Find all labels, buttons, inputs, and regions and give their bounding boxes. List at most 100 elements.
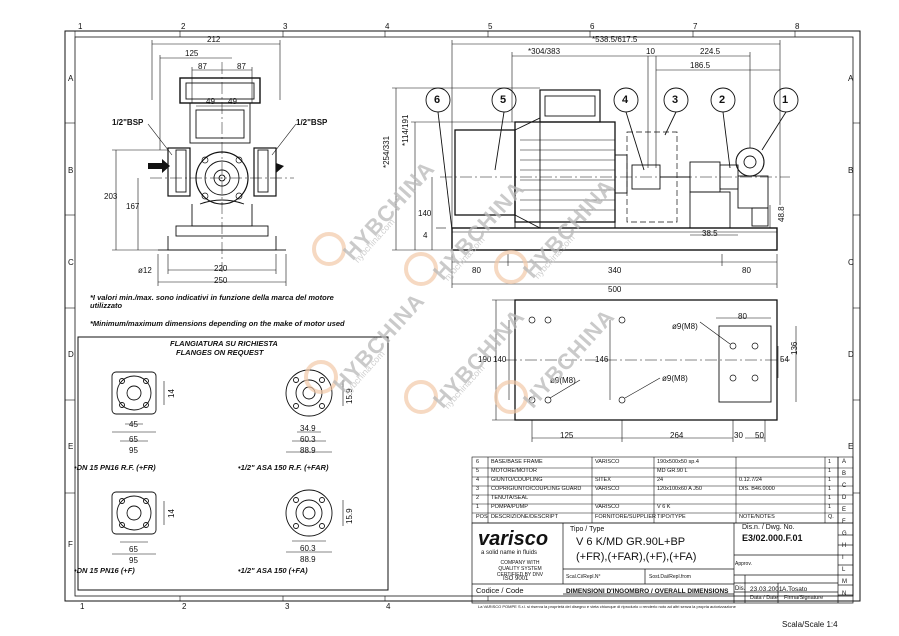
revision-letter: A <box>842 459 847 465</box>
quality-cert: COMPANY WITH QUALITY SYSTEM CERTIFIED BY… <box>496 560 544 578</box>
callout-5: 5 <box>500 94 507 106</box>
dim-114: *114/191 <box>401 114 410 146</box>
grid-col-3-bottom: 3 <box>285 602 290 611</box>
flange3-h: 14 <box>167 509 176 518</box>
dim-80a: 80 <box>472 266 481 275</box>
tipo-label: Tipo / Type <box>570 526 605 533</box>
revision-letter: N <box>842 591 847 597</box>
bom-cell-desc: MOTORE/MOTOR <box>491 468 537 474</box>
revision-letter: G <box>842 531 847 537</box>
callout-3: 3 <box>672 94 679 106</box>
codice-label: Codice / Code <box>476 586 524 595</box>
base-dim-190: 190 <box>478 355 492 364</box>
revision-letter: E <box>842 507 847 513</box>
base-dim-264: 264 <box>670 431 684 440</box>
bsp-left-label: 1/2"BSP <box>112 118 144 127</box>
bom-cell-supplier: VARISCO <box>595 459 620 465</box>
bom-header-supplier: FORNITORE/SUPPLIER <box>595 514 657 520</box>
tipo-line2: (+FR),(+FAR),(+F),(+FA) <box>576 551 697 563</box>
grid-col-2-bottom: 2 <box>182 602 187 611</box>
bom-grid <box>471 456 854 524</box>
base-plan <box>492 299 797 442</box>
revision-letter: D <box>842 495 847 501</box>
dwg-number: E3/02.000.F.01 <box>742 533 803 543</box>
dim-220: 220 <box>214 264 228 273</box>
side-view <box>392 40 799 288</box>
bom-header-q: Q. <box>828 514 834 520</box>
dim-140: 140 <box>418 209 432 218</box>
revision-letter: B <box>842 471 847 477</box>
flange1-label: •DN 15 PN16 R.F. (+FR) <box>74 463 156 472</box>
bom-header-type: TIPO/TYPE <box>657 514 686 520</box>
grid-col-3-top: 3 <box>283 22 288 31</box>
base-dim-146: 146 <box>595 355 609 364</box>
flange1-h: 14 <box>167 389 176 398</box>
flange2-d2: 60.3 <box>300 435 316 444</box>
dim-87b: 87 <box>237 62 246 71</box>
bsp-right-label: 1/2"BSP <box>296 118 328 127</box>
flange1-d3: 95 <box>129 446 138 455</box>
watermark-logo-icon <box>494 380 528 414</box>
flange1-d1: 45 <box>129 420 138 429</box>
flange2-d1: 34.9 <box>300 424 316 433</box>
flange1-d2: 65 <box>129 435 138 444</box>
dim-203: 203 <box>104 192 118 201</box>
revision-letter: H <box>842 543 847 549</box>
dim-488: 48.8 <box>777 206 786 222</box>
bom-cell-pos: 2 <box>476 495 480 501</box>
note-english: *Minimum/maximum dimensions depending on… <box>90 319 345 328</box>
flange4-h: 15.9 <box>345 508 354 524</box>
dis-label: Dis. <box>735 586 746 592</box>
flange2-d3: 88.9 <box>300 446 316 455</box>
dim-2245: 224.5 <box>700 47 721 56</box>
drawing-title: DIMENSIONI D'INGOMBRO / OVERALL DIMENSIO… <box>566 588 729 595</box>
dwg-label: Dis.n. / Dwg. No. <box>742 524 795 531</box>
dim-125: 125 <box>185 49 199 58</box>
bom-header-desc: DESCRIZIONE/DESCRIPT <box>491 514 558 520</box>
grid-col-1-top: 1 <box>78 22 83 31</box>
bom-cell-pos: 5 <box>476 468 480 474</box>
grid-col-1-bottom: 1 <box>80 602 85 611</box>
copyright-note: La VARISCO POMPE S.r.l. si riserva la pr… <box>478 604 736 609</box>
date-value: 23.03.2001 <box>750 586 783 593</box>
watermark-logo-icon <box>404 252 438 286</box>
grid-row-c-right: C <box>848 258 854 267</box>
grid-row-c-left: C <box>68 258 74 267</box>
bom-cell-q: 1 <box>828 504 832 510</box>
base-dim-80: 80 <box>738 312 747 321</box>
dim-49a: 49 <box>206 97 215 106</box>
bom-cell-type: 190x500x50 sp.4 <box>657 459 699 465</box>
bom-header-notes: NOTE/NOTES <box>739 514 775 520</box>
callout-1: 1 <box>782 94 789 106</box>
bom-cell-pos: 4 <box>476 477 480 483</box>
base-dim-50: 50 <box>755 431 764 440</box>
base-dim-125: 125 <box>560 431 574 440</box>
callout-6: 6 <box>434 94 441 106</box>
watermark-logo-icon <box>494 250 528 284</box>
scale-label: Scala/Scale 1:4 <box>782 620 838 629</box>
bom-cell-type: 120x100x60 A J50 <box>657 486 702 492</box>
bom-cell-type: V 6 K <box>657 504 671 510</box>
dim-254: *254/331 <box>382 135 391 168</box>
callout-4: 4 <box>622 94 629 106</box>
grid-row-d-right: D <box>848 350 854 359</box>
dim-10: 10 <box>646 47 655 56</box>
bom-cell-desc: GIUNTO/COUPLING <box>491 477 543 483</box>
grid-col-8-top: 8 <box>795 22 800 31</box>
base-hole-label-c: ø9(M8) <box>550 376 576 385</box>
signature-value: A.Tosato <box>782 586 808 593</box>
base-hole-label-a: ø9(M8) <box>672 322 698 331</box>
front-view <box>112 40 297 286</box>
grid-row-b-left: B <box>68 166 74 175</box>
bom-cell-pos: 1 <box>476 504 480 510</box>
grid-row-e-right: E <box>848 442 854 451</box>
flange2-label: •1/2" ASA 150 R.F. (+FAR) <box>238 463 329 472</box>
brand-subtitle: a solid name in fluids <box>481 550 538 556</box>
bom-header-pos: POS <box>476 514 488 520</box>
bom-cell-type: MD GR.90 L <box>657 468 688 474</box>
flanges-title-it: FLANGIATURA SU RICHIESTA <box>170 339 278 348</box>
bom-cell-notes: DIS. B46.0000 <box>739 486 775 492</box>
revision-letter: M <box>842 579 847 585</box>
sost-label: Sost.Dai/Repl.from <box>649 574 691 580</box>
